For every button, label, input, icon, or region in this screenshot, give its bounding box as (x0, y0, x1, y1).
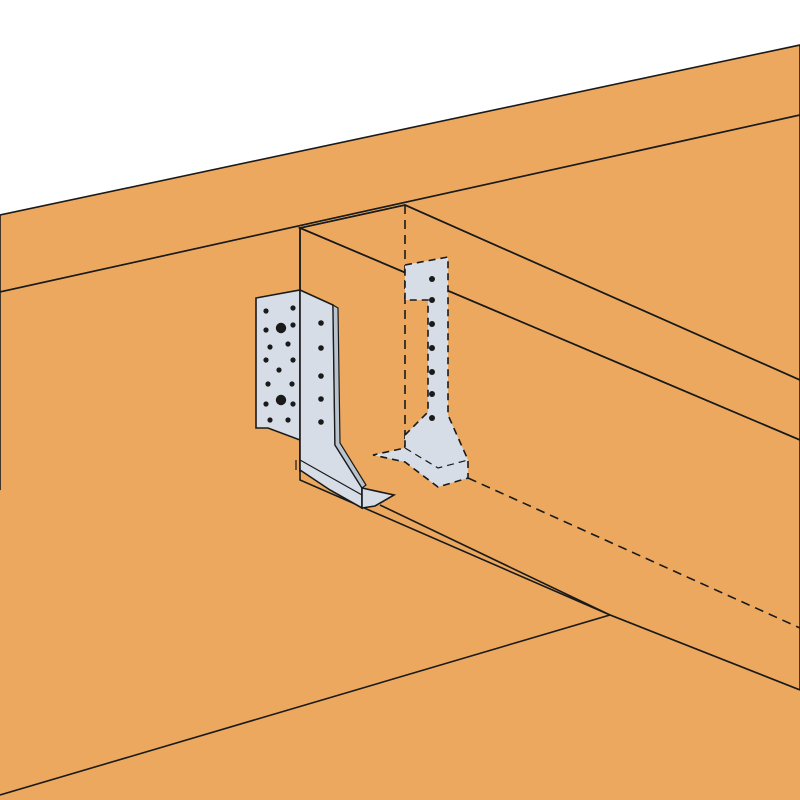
hanger-front-back-holes (263, 305, 296, 423)
nail-hole (267, 344, 273, 350)
hanger-front-flange-edge (332, 303, 367, 489)
hidden-edges (404, 205, 800, 629)
hanger-hidden-seat-fold (404, 447, 469, 469)
hidden-hole (429, 345, 435, 351)
nail-hole (276, 367, 282, 373)
nail-hole (263, 327, 269, 333)
hanger-hidden-flange (372, 256, 469, 488)
joist-top-right-edge (404, 204, 800, 381)
nail-hole (263, 357, 269, 363)
nail-hole (290, 322, 296, 328)
hidden-hole (429, 391, 435, 397)
nail-hole (289, 381, 295, 387)
hidden-hole (429, 415, 435, 421)
header-beam-top-face (0, 44, 800, 293)
nail-hole (285, 417, 291, 423)
joist-top-left-edge (299, 227, 800, 441)
hanger-front-seat (361, 487, 397, 509)
bolt-hole-large (275, 394, 287, 406)
hidden-hole (429, 321, 435, 327)
nail-hole (265, 381, 271, 387)
nail-hole (318, 419, 324, 425)
nail-hole (290, 305, 296, 311)
nail-hole (290, 357, 296, 363)
nail-hole (318, 320, 324, 326)
hanger-front-side-holes (318, 320, 324, 425)
hanger-front-back-plate (255, 289, 301, 442)
nail-hole (318, 396, 324, 402)
hidden-hole (429, 297, 435, 303)
hanger-front (255, 288, 397, 510)
nail-hole (318, 373, 324, 379)
hidden-hole (429, 369, 435, 375)
nail-hole (290, 401, 296, 407)
hanger-hidden (372, 256, 469, 488)
hanger-hidden-holes (429, 276, 435, 421)
hidden-joist-bottom-edge (467, 477, 800, 629)
header-beam-lower-face (0, 490, 800, 800)
bolt-hole-large (275, 322, 287, 334)
hanger-front-seat-fold (299, 459, 363, 496)
hidden-hole (429, 276, 435, 282)
joist-bottom-edge (379, 504, 611, 616)
joist-top-back-edge (299, 204, 406, 229)
nail-hole (285, 341, 291, 347)
nail-hole (318, 345, 324, 351)
nail-hole (263, 401, 269, 407)
nail-hole (267, 417, 273, 423)
nail-hole (263, 308, 269, 314)
